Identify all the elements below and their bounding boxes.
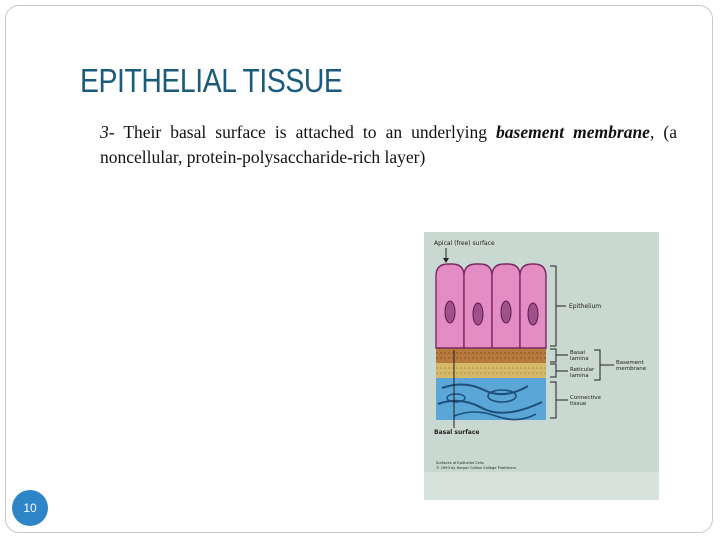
cell-nucleus	[444, 300, 456, 324]
point-term: basement membrane	[496, 122, 650, 142]
connective-tissue-label-line2: tissue	[570, 401, 587, 407]
point-number: 3-	[100, 122, 115, 142]
point-text-after: , (a noncellular, protein-polysaccharide…	[100, 122, 677, 167]
reticular-lamina-layer	[436, 363, 546, 378]
cell-nucleus	[500, 300, 512, 324]
connective-tissue-label-line1: Connective	[570, 395, 602, 401]
cell-nucleus	[527, 302, 539, 326]
figure-caption-band	[424, 472, 659, 500]
epithelium-diagram-svg: Apical (free) surface Basal surface Epit…	[424, 232, 659, 500]
basal-surface-label: Basal surface	[434, 429, 479, 436]
figure-caption-line1: Surfaces of Epithelial Cells	[436, 461, 484, 465]
connective-fibroblast	[487, 389, 517, 403]
connective-fibroblast	[446, 393, 466, 403]
epithelium-diagram: Apical (free) surface Basal surface Epit…	[424, 232, 659, 500]
bullet-point-text: 3- Their basal surface is attached to an…	[100, 120, 677, 170]
connective-fiber	[453, 411, 537, 421]
reticular-lamina-label-line1: Reticular	[570, 367, 595, 373]
basement-membrane-label-line2: membrane	[616, 366, 647, 372]
figure-caption-line2: © 1993 by Harper Collins College Publish…	[436, 466, 516, 470]
basal-lamina-label-line2: lamina	[570, 356, 589, 362]
basal-lamina-label-line1: Basal	[570, 350, 585, 356]
page-number-badge: 10	[12, 490, 48, 526]
reticular-lamina-label-line2: lamina	[570, 373, 589, 379]
cell-nucleus	[472, 302, 484, 326]
apical-arrow-head	[443, 258, 449, 263]
slide-title: EPITHELIAL TISSUE	[80, 62, 343, 99]
apical-surface-label: Apical (free) surface	[434, 240, 495, 247]
connective-fiber	[441, 383, 529, 396]
basal-lamina-layer	[436, 348, 546, 363]
epithelium-label: Epithelium	[569, 303, 601, 310]
point-text-before: Their basal surface is attached to an un…	[114, 122, 497, 142]
basement-membrane-label-line1: Basement	[616, 360, 645, 366]
